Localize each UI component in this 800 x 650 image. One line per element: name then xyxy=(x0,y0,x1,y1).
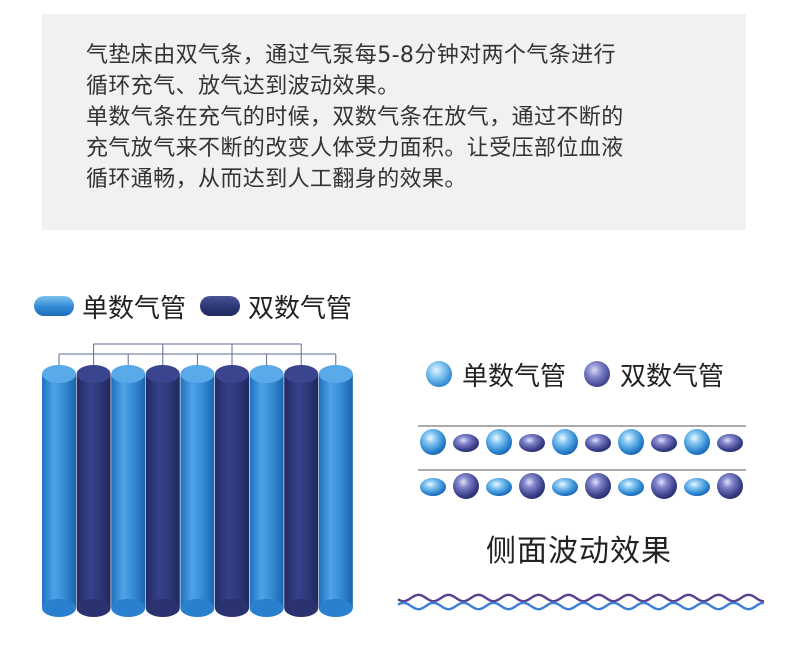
deflated-double-ball xyxy=(585,434,611,452)
intro-line: 循环通畅，从而达到人工翻身的效果。 xyxy=(86,167,467,192)
deflated-single-ball xyxy=(618,478,644,496)
legend-right: 单数气管 双数气管 xyxy=(426,354,742,394)
wave-illustration xyxy=(397,593,765,611)
deflated-double-ball xyxy=(519,434,545,452)
single-tube xyxy=(180,365,215,617)
inflated-double-ball xyxy=(585,473,611,499)
wave-line-blue xyxy=(397,601,765,611)
deflated-single-ball xyxy=(420,478,446,496)
inflated-double-ball xyxy=(651,473,677,499)
double-tube xyxy=(145,365,180,617)
deflated-double-ball xyxy=(453,434,479,452)
single-ball-swatch xyxy=(426,361,452,387)
double-tube xyxy=(284,365,319,617)
inflated-single-ball xyxy=(618,429,644,455)
tube-connection-lines xyxy=(58,343,337,367)
deflated-single-ball xyxy=(684,478,710,496)
double-tube xyxy=(215,365,249,617)
inflated-double-ball xyxy=(717,473,743,499)
single-ball-label: 单数气管 xyxy=(462,361,567,392)
ball-row-1 xyxy=(420,429,743,455)
intro-line: 循环充气、放气达到波动效果。 xyxy=(86,74,400,99)
inflated-single-ball xyxy=(684,429,710,455)
deflated-double-ball xyxy=(651,434,677,452)
intro-line: 单数气条在充气的时候，双数气条在放气，通过不断的 xyxy=(86,105,624,130)
inflated-double-ball xyxy=(519,473,545,499)
ball-row-2 xyxy=(420,473,743,499)
single-tube-label: 单数气管 xyxy=(82,293,187,324)
intro-box: 气垫床由双气条，通过气泵每5-8分钟对两个气条进行 循环充气、放气达到波动效果。… xyxy=(42,14,746,230)
single-tube xyxy=(42,365,76,617)
legend-top: 单数气管 双数气管 xyxy=(34,286,366,326)
double-tube-label: 双数气管 xyxy=(248,293,353,324)
single-tube-swatch xyxy=(34,296,74,316)
single-tube xyxy=(318,365,353,617)
inflated-single-ball xyxy=(420,429,446,455)
air-tubes-illustration xyxy=(42,343,353,617)
side-wave-title: 侧面波动效果 xyxy=(486,534,672,569)
inflated-double-ball xyxy=(453,473,479,499)
double-tube-swatch xyxy=(200,296,241,316)
intro-line: 充气放气来不断的改变人体受力面积。让受压部位血液 xyxy=(86,136,624,161)
intro-line: 气垫床由双气条，通过气泵每5-8分钟对两个气条进行 xyxy=(86,43,616,68)
deflated-double-ball xyxy=(717,434,743,452)
inflated-single-ball xyxy=(486,429,512,455)
double-tube xyxy=(76,365,111,617)
wave-line-purple xyxy=(397,593,765,603)
tube-group xyxy=(42,365,353,617)
deflated-single-ball xyxy=(486,478,512,496)
single-tube xyxy=(249,365,284,617)
single-tube xyxy=(111,365,146,617)
double-ball-swatch xyxy=(584,361,611,387)
double-ball-label: 双数气管 xyxy=(620,361,725,392)
deflated-single-ball xyxy=(552,478,578,496)
inflated-single-ball xyxy=(552,429,578,455)
intro-text: 气垫床由双气条，通过气泵每5-8分钟对两个气条进行 循环充气、放气达到波动效果。… xyxy=(86,40,726,195)
ball-rows-illustration xyxy=(418,425,746,499)
